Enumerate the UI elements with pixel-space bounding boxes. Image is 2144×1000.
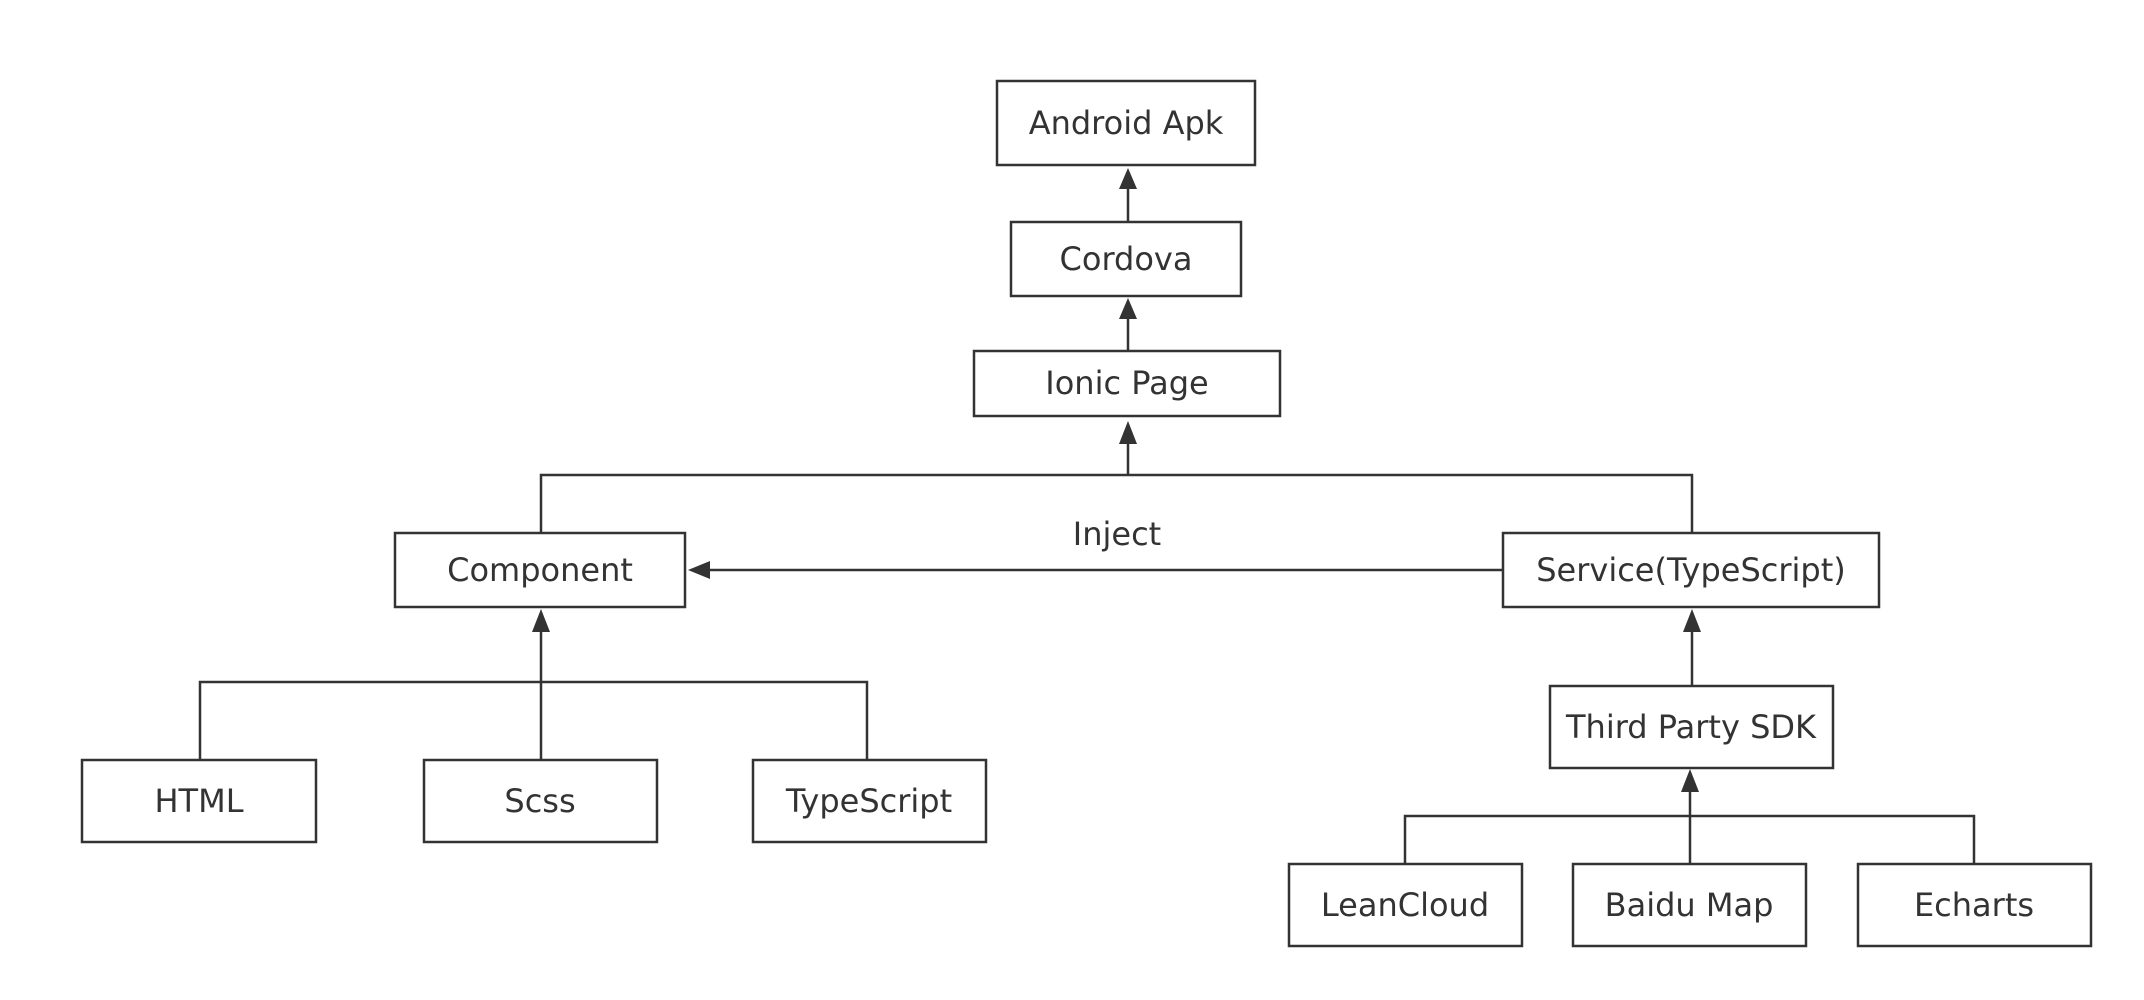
node-service-label: Service(TypeScript) — [1536, 551, 1846, 589]
node-component-label: Component — [447, 551, 633, 589]
arrow-third-party-sdk — [1681, 769, 1699, 792]
arrow-cordova — [1119, 298, 1137, 319]
arrow-component-inject — [688, 561, 710, 579]
arrow-android-apk — [1119, 168, 1137, 189]
node-android-apk-label: Android Apk — [1029, 104, 1224, 142]
node-baidu-map: Baidu Map — [1571, 862, 1808, 948]
node-ionic-page-label: Ionic Page — [1045, 364, 1208, 402]
node-android-apk: Android Apk — [995, 79, 1257, 167]
node-cordova-label: Cordova — [1060, 240, 1193, 278]
node-scss: Scss — [422, 758, 659, 844]
node-component: Component — [393, 531, 687, 609]
arrow-component — [532, 609, 550, 632]
node-service: Service(TypeScript) — [1501, 531, 1881, 609]
node-html: HTML — [80, 758, 318, 844]
node-scss-label: Scss — [504, 782, 575, 820]
node-leancloud: LeanCloud — [1287, 862, 1524, 948]
node-third-party-sdk: Third Party SDK — [1548, 684, 1835, 770]
node-echarts: Echarts — [1856, 862, 2093, 948]
node-echarts-label: Echarts — [1914, 886, 2034, 924]
inject-label: Inject — [1073, 515, 1161, 553]
node-typescript: TypeScript — [751, 758, 988, 844]
arrow-ionic-page — [1119, 421, 1137, 444]
edge-component-service-to-ionic — [539, 473, 1694, 533]
node-cordova: Cordova — [1009, 220, 1243, 298]
node-leancloud-label: LeanCloud — [1321, 886, 1489, 924]
arrow-service — [1683, 609, 1701, 632]
node-baidu-map-label: Baidu Map — [1605, 886, 1774, 924]
node-typescript-label: TypeScript — [785, 782, 952, 820]
connectors — [198, 168, 1976, 864]
node-third-party-sdk-label: Third Party SDK — [1565, 708, 1817, 746]
edge-files-to-component — [198, 680, 869, 760]
node-ionic-page: Ionic Page — [972, 349, 1282, 418]
node-html-label: HTML — [154, 782, 243, 820]
